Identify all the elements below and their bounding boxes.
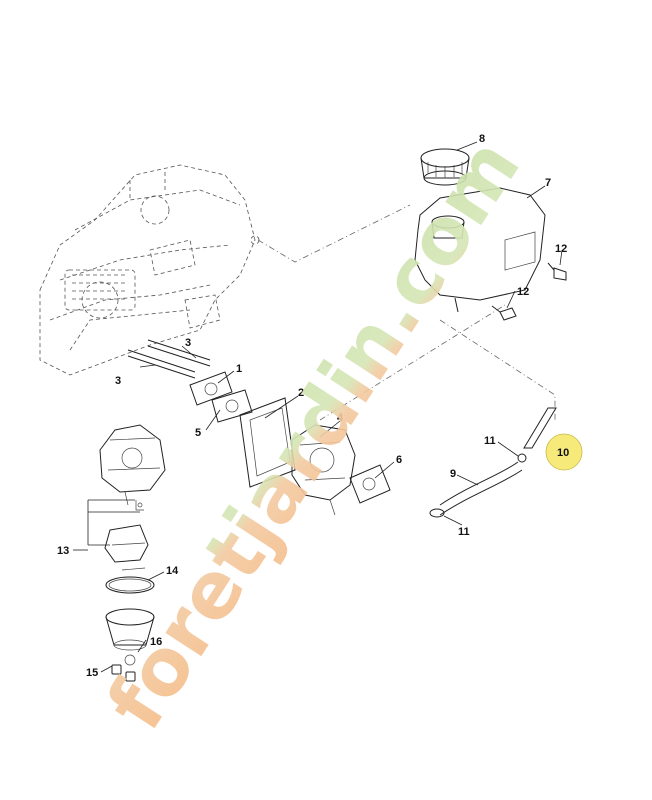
gasket-part-6 [349, 464, 391, 504]
carburetor-part-4 [291, 424, 356, 516]
label-part-5[interactable]: 5 [195, 427, 201, 439]
fuel-line-part-9 [439, 461, 523, 516]
leader-lines [73, 141, 563, 673]
gasket-part-1 [189, 371, 233, 406]
clamp-part-11-b [429, 508, 445, 518]
label-part-14[interactable]: 14 [166, 565, 179, 577]
filter-part-10 [523, 407, 557, 449]
label-part-6[interactable]: 6 [396, 454, 402, 466]
label-part-7[interactable]: 7 [545, 177, 551, 189]
label-part-2[interactable]: 2 [298, 387, 304, 399]
label-part-12-upper[interactable]: 12 [555, 243, 567, 255]
float-bowl-part-16 [105, 608, 155, 666]
label-part-3-upper[interactable]: 3 [185, 337, 191, 349]
label-part-10[interactable]: 10 [557, 447, 569, 459]
part-number-labels: 3 3 1 5 2 4 6 8 7 12 12 11 10 9 11 13 14… [57, 133, 569, 679]
label-part-16[interactable]: 16 [150, 636, 162, 648]
studs-part-3 [127, 339, 211, 379]
fuel-tank-part-7 [414, 187, 546, 313]
bolt-part-12-b [491, 305, 517, 321]
watermark-logo: foretjardin.com [90, 124, 537, 746]
label-part-8[interactable]: 8 [479, 133, 485, 145]
part-10-highlight-circle [545, 433, 583, 471]
label-part-11-lower[interactable]: 11 [458, 526, 470, 538]
label-part-13[interactable]: 13 [57, 545, 69, 557]
clamp-part-11-a [517, 453, 527, 463]
label-part-12-lower[interactable]: 12 [517, 286, 529, 298]
screws-part-15 [111, 664, 136, 682]
label-part-4[interactable]: 4 [337, 412, 344, 424]
label-part-1[interactable]: 1 [236, 363, 242, 375]
label-part-15[interactable]: 15 [86, 667, 98, 679]
label-part-3-lower[interactable]: 3 [115, 375, 121, 387]
engine-block [39, 164, 260, 376]
gasket-part-2 [239, 397, 296, 488]
oring-part-14 [105, 576, 155, 594]
carburetor-detail [99, 424, 166, 506]
label-part-9[interactable]: 9 [450, 468, 456, 480]
label-part-11-upper[interactable]: 11 [484, 435, 496, 447]
bolt-part-12-a [547, 262, 567, 281]
assembly-guide-lines [257, 204, 556, 421]
float-part-13 [104, 500, 149, 571]
fuel-cap-part-8 [420, 148, 470, 186]
spacer-part-5 [211, 389, 253, 423]
